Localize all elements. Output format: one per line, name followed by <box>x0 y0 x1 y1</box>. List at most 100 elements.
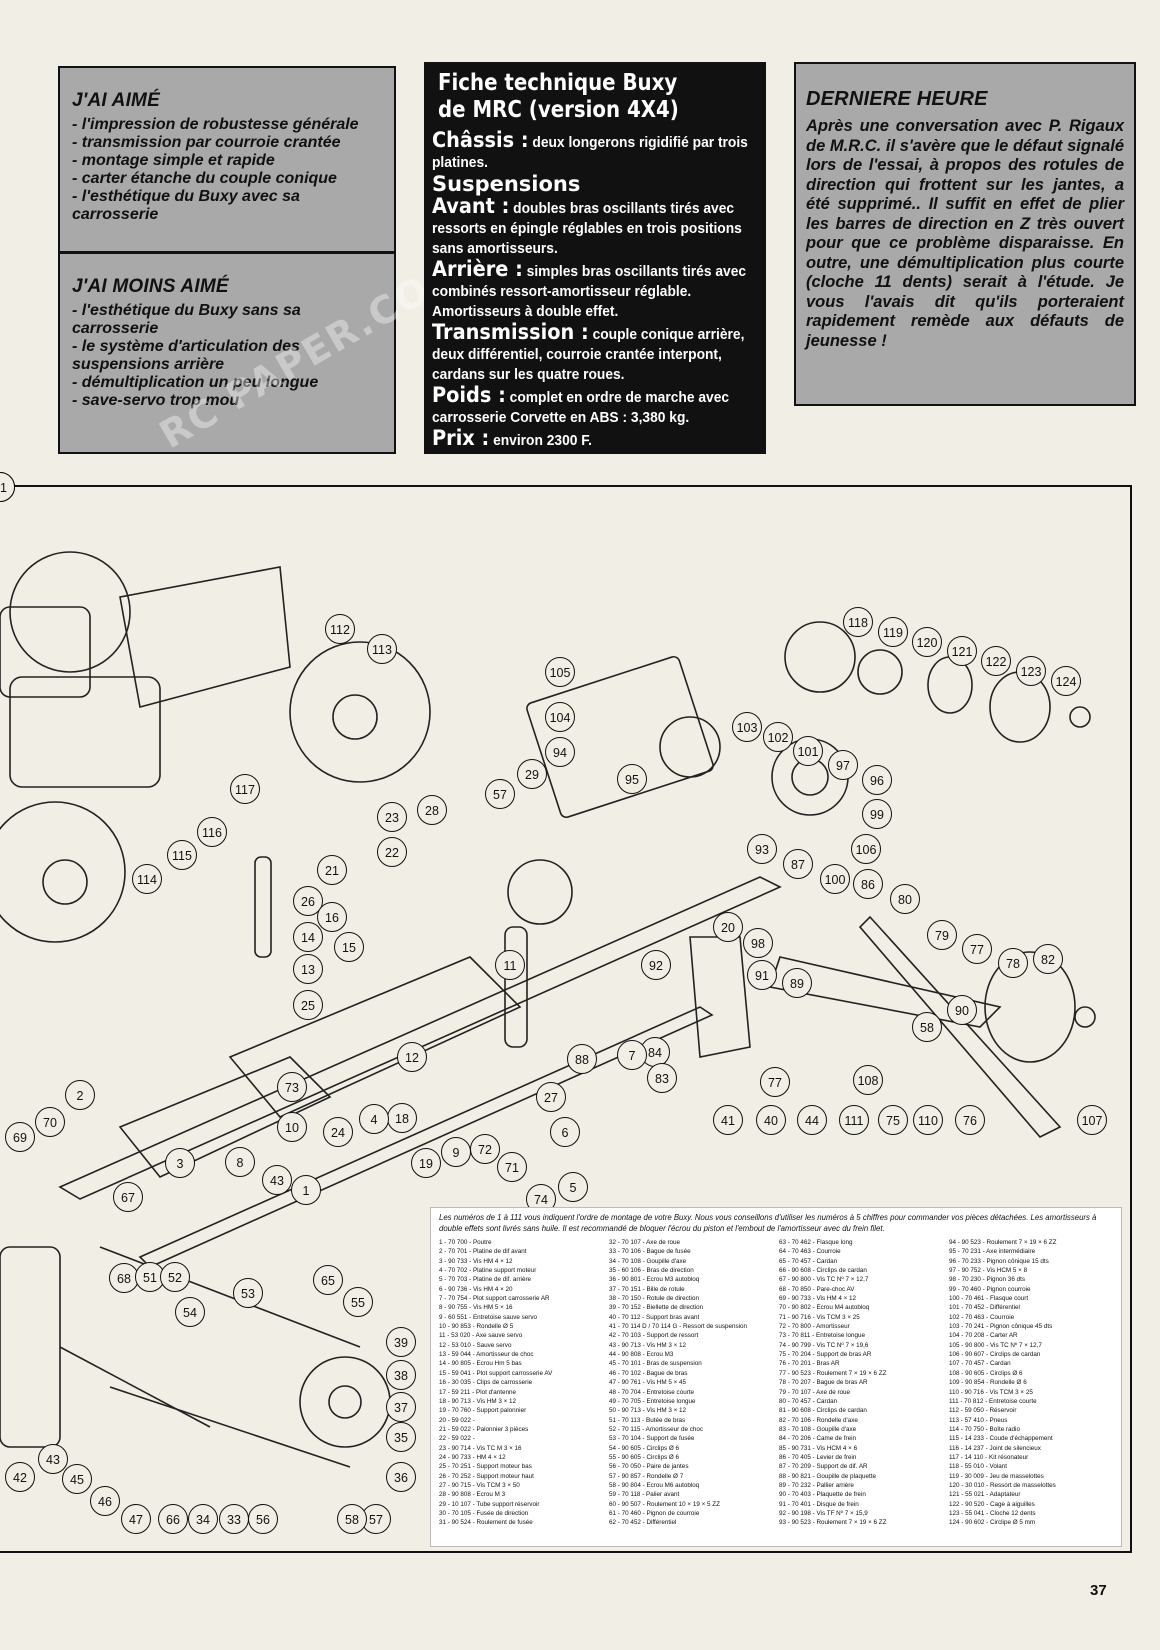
moins-title: J'AI MOINS AIMÉ <box>72 276 229 297</box>
legend-entry: 88 - 90 821 - Goupille de plaquette <box>779 1472 876 1480</box>
legend-entry: 120 - 30 010 - Ressort de masselottes <box>949 1481 1056 1489</box>
legend-entry: 2 - 70 701 - Platine de dif avant <box>439 1248 527 1256</box>
part-callout: 35 <box>386 1422 416 1452</box>
front-hub <box>299 1356 391 1448</box>
legend-entry: 3 - 90 733 - Vis HM 4 × 12 <box>439 1257 513 1265</box>
legend-entry: 21 - 59 022 - Palonnier 3 pièces <box>439 1425 529 1433</box>
legend-entry: 17 - 59 211 - Plot d'antenne <box>439 1388 517 1396</box>
legend-entry: 77 - 90 523 - Roulement 7 × 19 × 6 ZZ <box>779 1369 887 1377</box>
fiche-technique: Fiche technique Buxy de MRC (version 4X4… <box>424 62 766 454</box>
legend-entry: 46 - 70 102 - Bague de bras <box>609 1369 688 1377</box>
steering-link <box>99 1246 361 1348</box>
part-callout: 98 <box>743 928 773 958</box>
legend-entry: 6 - 90 736 - Vis HM 4 × 20 <box>439 1285 513 1293</box>
part-callout: 44 <box>797 1105 827 1135</box>
legend-entry: 84 - 70 206 - Came de frein <box>779 1435 857 1443</box>
legend-intro: Les numéros de 1 à 111 vous indiquent l'… <box>439 1213 1097 1233</box>
legend-entry: 124 - 90 602 - Circlipe Ø 5 mm <box>949 1519 1036 1527</box>
part-callout: 110 <box>913 1105 943 1135</box>
legend-entry: 7 - 70 754 - Plot support carrosserie AR <box>439 1295 550 1303</box>
part-callout: 41 <box>713 1105 743 1135</box>
shock-absorber <box>504 926 528 1048</box>
legend-entry: 40 - 70 112 - Support bras avant <box>609 1313 700 1321</box>
part-callout: 82 <box>1033 944 1063 974</box>
legend-entry: 13 - 59 044 - Amortisseur de choc <box>439 1351 534 1359</box>
part-callout: 11 <box>495 950 525 980</box>
part-callout: 120 <box>912 627 942 657</box>
legend-entry: 65 - 70 457 - Cardan <box>779 1257 838 1265</box>
part-callout: 7 <box>617 1040 647 1070</box>
part-callout: 58 <box>912 1012 942 1042</box>
legend-entry: 83 - 70 108 - Goupille d'axe <box>779 1425 857 1433</box>
part-callout: 73 <box>277 1072 307 1102</box>
part-callout: 96 <box>862 765 892 795</box>
legend-entry: 81 - 90 608 - Circlips de cardan <box>779 1407 867 1415</box>
part-callout: 9 <box>441 1137 471 1167</box>
legend-entry: 35 - 60 106 - Bras de direction <box>609 1267 694 1275</box>
part-callout: 20 <box>713 912 743 942</box>
list-item: montage simple et rapide <box>72 152 386 170</box>
part-callout: 16 <box>317 902 347 932</box>
legend-entry: 5 - 70 703 - Platine de dif. arrière <box>439 1276 532 1284</box>
legend-entry: 26 - 70 252 - Support moteur haut <box>439 1472 534 1480</box>
part-callout: 55 <box>343 1287 373 1317</box>
part-callout: 83 <box>647 1063 677 1093</box>
legend-entry: 89 - 70 232 - Pallier arrière <box>779 1481 854 1489</box>
chassis-key: Châssis : <box>432 128 529 152</box>
part-callout: 66 <box>158 1504 188 1534</box>
fiche-arriere: Arrière : simples bras oscillants tirés … <box>432 259 758 322</box>
part-callout: 77 <box>760 1067 790 1097</box>
part-callout: 43 <box>262 1165 292 1195</box>
part-callout: 6 <box>550 1117 580 1147</box>
legend-entry: 38 - 70 150 - Rotule de direction <box>609 1295 699 1303</box>
legend-entry: 93 - 90 523 - Roulement 7 × 19 × 6 ZZ <box>779 1519 887 1527</box>
legend-entry: 30 - 70 105 - Fusée de direction <box>439 1509 529 1517</box>
part-callout: 105 <box>545 657 575 687</box>
legend-entry: 75 - 70 204 - Support de bras AR <box>779 1351 872 1359</box>
part-callout: 124 <box>1051 666 1081 696</box>
part-callout: 1 <box>291 1175 321 1205</box>
part-callout: 117 <box>230 774 260 804</box>
news-title: DERNIERE HEURE <box>806 88 988 110</box>
clutch-bell <box>1069 706 1091 728</box>
legend-entry: 79 - 70 107 - Axe de roue <box>779 1388 851 1396</box>
part-callout: 54 <box>175 1297 205 1327</box>
legend-entry: 47 - 90 761 - Vis HM 5 × 45 <box>609 1379 687 1387</box>
part-callout: 113 <box>367 634 397 664</box>
legend-entry: 116 - 14 237 - Joint de silencieux <box>949 1444 1041 1452</box>
part-callout: 27 <box>536 1082 566 1112</box>
transmission-value: couple conique arrière, deux différentie… <box>432 326 745 383</box>
part-callout: 77 <box>962 934 992 964</box>
legend-entry: 54 - 90 605 - Circlips Ø 6 <box>609 1444 679 1452</box>
legend-entry: 113 - 57 410 - Pneus <box>949 1416 1008 1424</box>
legend-entry: 86 - 70 405 - Levier de frein <box>779 1453 857 1461</box>
page-number: 37 <box>1090 1582 1107 1599</box>
rear-wheel <box>289 641 431 783</box>
legend-entry: 72 - 70 800 - Amortisseur <box>779 1323 850 1331</box>
part-callout: 57 <box>485 779 515 809</box>
rear-hub <box>984 951 1076 1063</box>
part-callout: 36 <box>386 1462 416 1492</box>
legend-entry: 99 - 70 460 - Pignon courroie <box>949 1285 1031 1293</box>
legend-entry: 29 - 10 107 - Tube support réservoir <box>439 1500 540 1508</box>
part-callout: 80 <box>890 884 920 914</box>
part-callout: 123 <box>1016 656 1046 686</box>
legend-entry: 32 - 70 107 - Axe de roue <box>609 1239 681 1246</box>
legend-entry: 55 - 90 605 - Circlips Ø 6 <box>609 1453 679 1461</box>
fiche-prix: Prix : environ 2300 F. <box>432 428 758 451</box>
part-callout: 58 <box>337 1504 367 1534</box>
suspensions-key: Suspensions <box>432 172 581 196</box>
legend-entry: 103 - 70 241 - Pignon cônique 45 dts <box>949 1323 1053 1331</box>
part-callout: 114 <box>132 864 162 894</box>
legend-entry: 44 - 90 808 - Ecrou M3 <box>609 1351 674 1359</box>
list-item: le système d'articulation des suspension… <box>72 338 386 374</box>
legend-entry: 28 - 90 808 - Ecrou M 3 <box>439 1491 506 1499</box>
legend-entry: 10 - 90 853 - Rondelle Ø 5 <box>439 1323 514 1331</box>
fiche-transmission: Transmission : couple conique arrière, d… <box>432 322 758 385</box>
gear-housing <box>526 655 714 819</box>
legend-entry: 12 - 53 010 - Sauve servo <box>439 1341 512 1349</box>
chassis-plate <box>118 1056 332 1178</box>
flywheel <box>784 621 856 693</box>
prix-value: environ 2300 F. <box>493 432 593 449</box>
